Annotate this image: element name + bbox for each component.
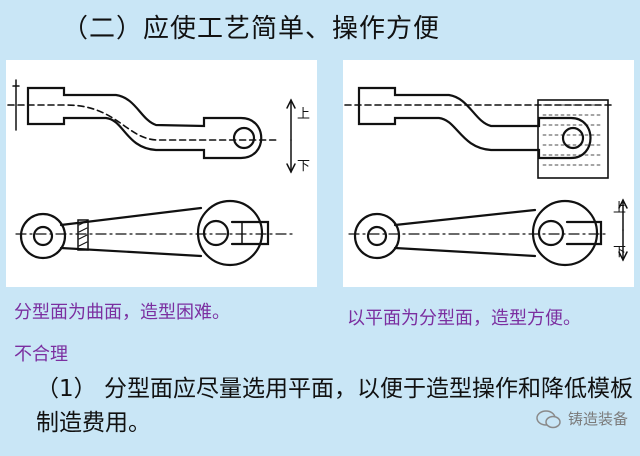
diagram-flat-parting: 上 下 [343, 60, 634, 287]
slot [230, 220, 270, 246]
parting-dashed-line [7, 104, 277, 141]
watermark-text: 铸造装备 [567, 410, 628, 428]
lever-plan-outline [393, 208, 537, 258]
label-up: 上 [613, 201, 626, 216]
label-down: 下 [613, 245, 626, 260]
right-boss-inner [202, 219, 230, 247]
page-title: （二）应使工艺简单、操作方便 [62, 14, 441, 44]
left-boss-inner [366, 225, 388, 247]
lever-side-outline [357, 86, 592, 160]
right-boss-inner [537, 219, 565, 247]
hatched-block [537, 99, 609, 179]
left-boss-outer [353, 212, 401, 260]
label-down: 下 [297, 159, 310, 174]
curved-lever-drawing: 上 下 [7, 79, 310, 267]
left-boss-inner [32, 225, 54, 247]
lever-plan-outline [59, 206, 203, 258]
caption-right: 以平面为分型面，造型方便。 [347, 308, 581, 329]
right-boss-outer [196, 199, 264, 267]
caption-left: 分型面为曲面，造型困难。 [14, 302, 230, 323]
watermark: 铸造装备 [536, 408, 628, 429]
lever-side-outline [26, 86, 263, 160]
slot [565, 220, 603, 246]
flat-lever-drawing: 上 下 [344, 86, 628, 267]
caption-left-verdict: 不合理 [14, 344, 68, 365]
hub-hole-top [561, 126, 585, 150]
wechat-icon [536, 409, 561, 428]
curved-section [77, 219, 89, 251]
label-up: 上 [297, 107, 310, 122]
diagram-curved-parting: 上 下 [6, 60, 317, 287]
left-boss-outer [19, 212, 67, 260]
hub-hole-top [232, 126, 256, 150]
body-paragraph: （1） 分型面应尽量选用平面，以便于造型操作和降低模板制造费用。 [36, 376, 633, 436]
right-boss-outer [531, 199, 599, 267]
